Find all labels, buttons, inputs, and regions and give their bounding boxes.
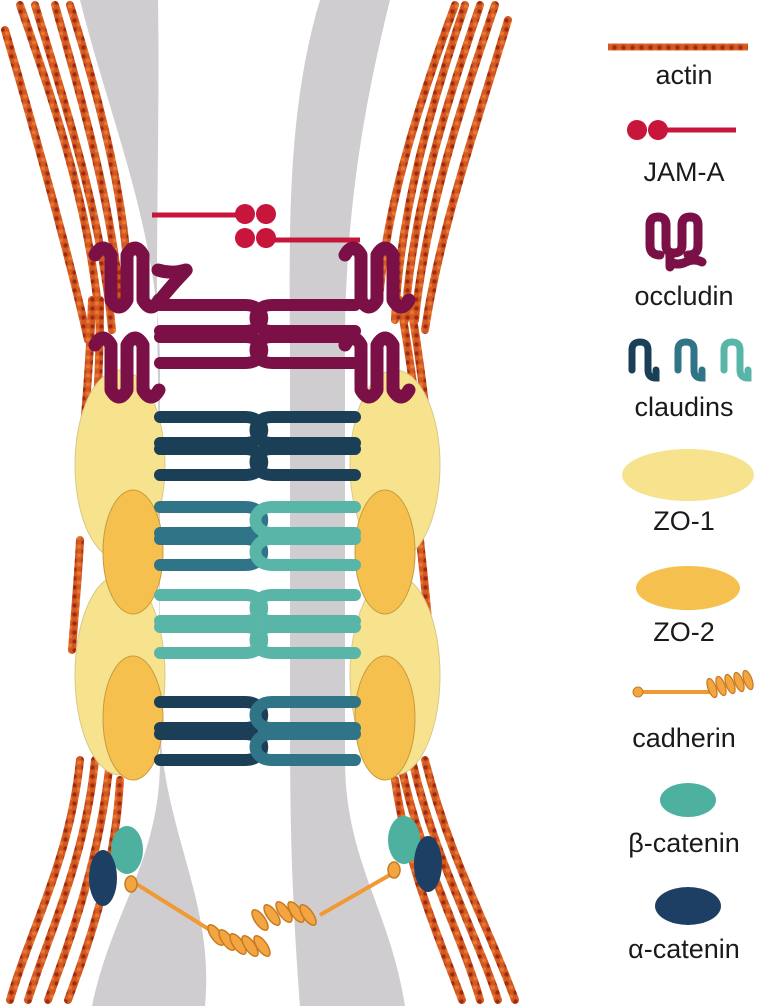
- legend-label-zo1: ZO-1: [600, 506, 768, 537]
- strand-loop-left: [160, 449, 262, 475]
- strand-loop-left: [160, 595, 262, 621]
- legend-zo1-swatch: [622, 449, 754, 501]
- strand-loop-left: [160, 702, 262, 728]
- legend-cadherin-swatch: [633, 669, 755, 699]
- legend-zo2-swatch: [636, 566, 740, 610]
- legend-label-claudins: claudins: [600, 392, 768, 423]
- legend-jam-a-swatch: [627, 120, 736, 140]
- strand-loop-left: [160, 734, 262, 760]
- legend-label-beta-catenin: β-catenin: [600, 828, 768, 859]
- legend-beta-catenin-swatch: [660, 783, 716, 817]
- legend-alpha-catenin-swatch: [655, 887, 721, 925]
- legend-label-zo2: ZO-2: [600, 617, 768, 648]
- strand-loop-left: [160, 507, 262, 533]
- strand-loop-left: [160, 337, 262, 363]
- legend-label-actin: actin: [600, 60, 768, 91]
- legend-label-alpha-catenin: α-catenin: [600, 934, 768, 965]
- legend-claudins-swatch: [632, 342, 748, 378]
- strand-loop-left: [160, 627, 262, 653]
- strand-loop-left: [160, 539, 262, 565]
- legend-label-jam-a: JAM-A: [600, 157, 768, 188]
- legend-label-cadherin: cadherin: [600, 723, 768, 754]
- legend-occludin-swatch: [650, 217, 702, 267]
- strand-loop-left: [160, 305, 262, 331]
- strand-loop-left: [160, 417, 262, 443]
- legend-label-occludin: occludin: [600, 281, 768, 312]
